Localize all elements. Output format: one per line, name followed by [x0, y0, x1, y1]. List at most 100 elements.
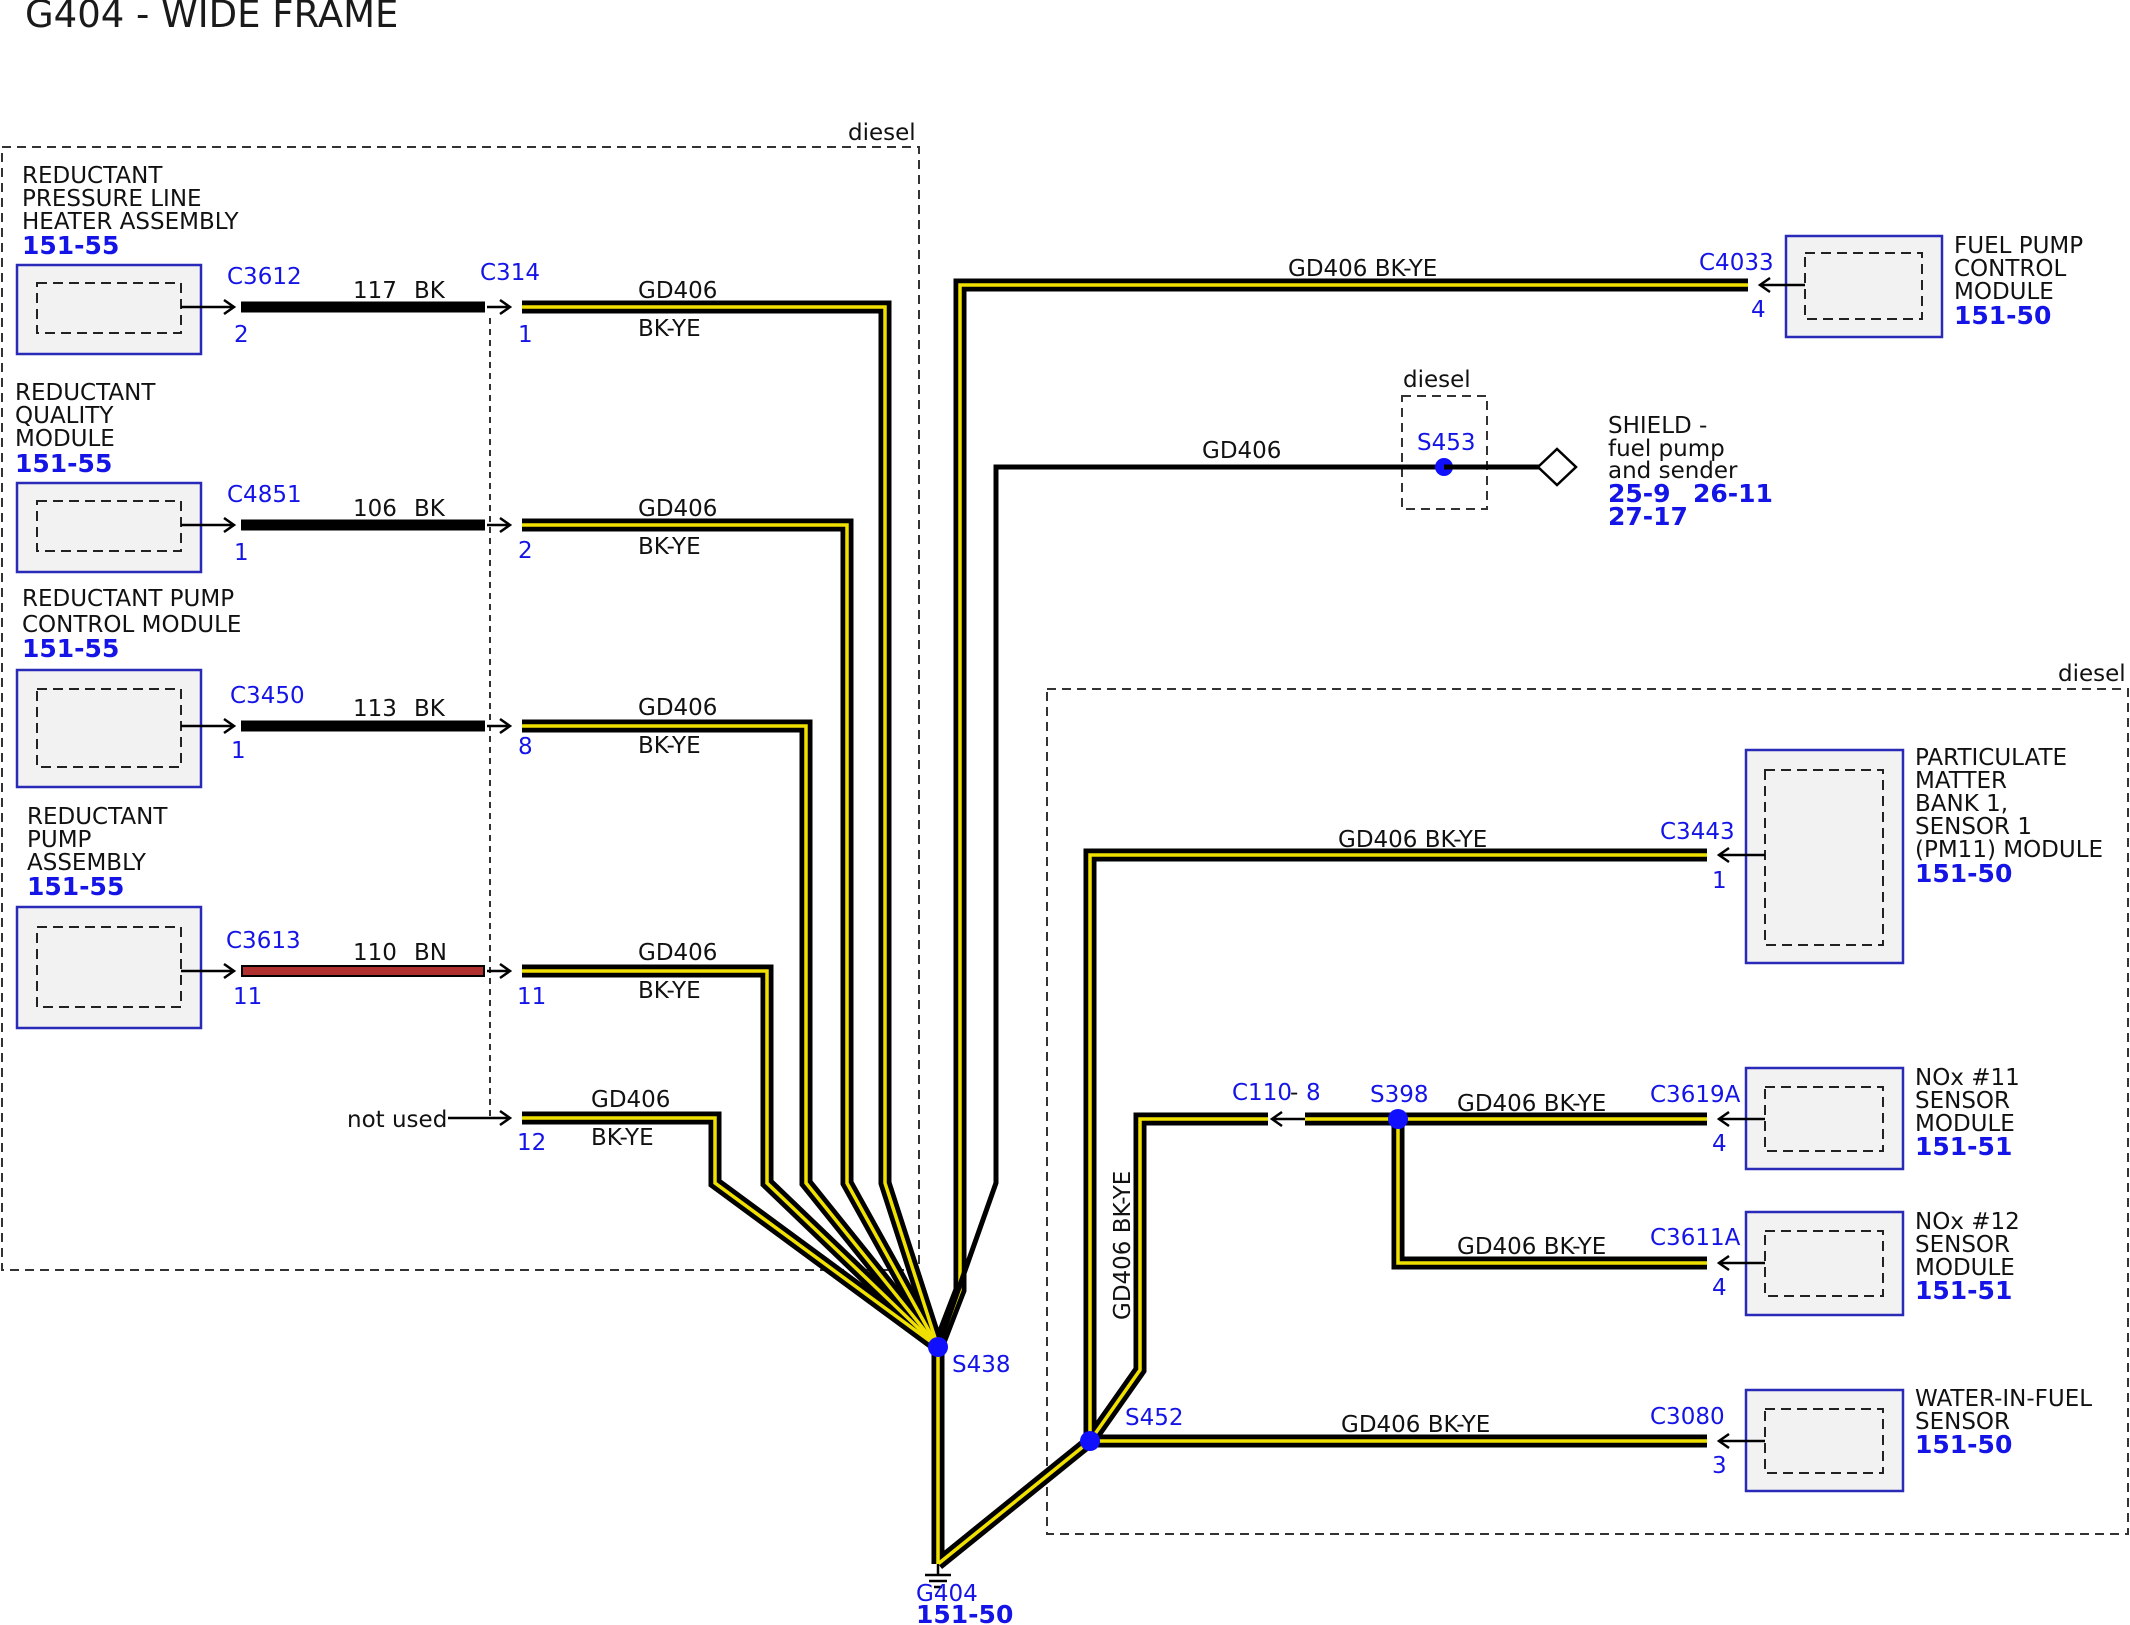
module-name: REDUCTANT — [22, 163, 163, 189]
module-pump-control: REDUCTANT PUMP CONTROL MODULE 151-55 — [15, 586, 241, 789]
pin-label: 1 — [234, 540, 249, 566]
ground-label: G404 — [916, 1581, 978, 1607]
pin-label: 11 — [233, 984, 262, 1010]
wire-circuit: 117 — [353, 278, 397, 304]
ground-symbol — [925, 1564, 951, 1589]
wire-circuit: GD406 — [638, 278, 717, 304]
ground-ref-link[interactable]: 151-50 — [916, 1600, 1013, 1625]
connector-label: C110 — [1232, 1080, 1292, 1106]
wire-circuit: 113 — [353, 696, 397, 722]
splice-label: S438 — [952, 1352, 1011, 1378]
module-ref-link[interactable]: 151-55 — [22, 634, 119, 663]
pin-label: 4 — [1712, 1131, 1727, 1157]
module-ref-link[interactable]: 151-50 — [1915, 1430, 2012, 1459]
shield-label: and sender — [1608, 458, 1738, 484]
wire-color: BK-YE — [591, 1125, 654, 1151]
splice-s398 — [1388, 1109, 1408, 1129]
module-name: REDUCTANT — [15, 380, 156, 406]
module-name: FUEL PUMP — [1954, 233, 2083, 259]
wire-label: GD406 BK-YE — [1288, 256, 1437, 282]
module-name: ASSEMBLY — [27, 850, 147, 876]
module-name: NOx #12 — [1915, 1209, 2020, 1235]
wire-circuit: GD406 — [638, 496, 717, 522]
connector-label: C3611A — [1650, 1225, 1741, 1251]
module-name: QUALITY — [15, 403, 114, 429]
module-ref-link[interactable]: 151-50 — [1954, 301, 2051, 330]
module-ref-link[interactable]: 151-51 — [1915, 1132, 2012, 1161]
module-ref-link[interactable]: 151-55 — [15, 449, 112, 478]
module-pin-stubs — [181, 298, 237, 980]
shield-ref-link[interactable]: 26-11 — [1693, 479, 1773, 508]
module-name: BANK 1, — [1915, 791, 2008, 817]
diagram-title: G404 - WIDE FRAME — [25, 0, 398, 36]
connector-label: C3080 — [1650, 1404, 1725, 1430]
module-name: MODULE — [1915, 1255, 2015, 1281]
pin-label: 8 — [1306, 1080, 1321, 1106]
connector-label: - — [1290, 1080, 1298, 1106]
module-ref-link[interactable]: 151-55 — [22, 231, 119, 260]
module-name: SENSOR — [1915, 1232, 2010, 1258]
splice-s452 — [1080, 1431, 1100, 1451]
module-nox11: NOx #11 SENSOR MODULE 151-51 — [1716, 1065, 2020, 1171]
module-name: NOx #11 — [1915, 1065, 2020, 1091]
splice-s453 — [1435, 447, 1578, 487]
zone-diesel-s453 — [1401, 395, 1488, 510]
connector-label: C3612 — [227, 264, 302, 290]
wire-circuit: GD406 — [638, 940, 717, 966]
splice-label: S452 — [1125, 1405, 1184, 1431]
pin-label: 1 — [518, 322, 533, 348]
splice-s438 — [928, 1337, 948, 1357]
shield-label: SHIELD - — [1608, 413, 1707, 439]
connector-label: C3443 — [1660, 819, 1735, 845]
module-name: SENSOR 1 — [1915, 814, 2032, 840]
module-name: MATTER — [1915, 768, 2007, 794]
pin-label: 2 — [234, 322, 249, 348]
module-ref-link[interactable]: 151-50 — [1915, 859, 2012, 888]
module-ref-link[interactable]: 151-51 — [1915, 1276, 2012, 1305]
module-nox12: NOx #12 SENSOR MODULE 151-51 — [1716, 1209, 2020, 1317]
pin-label: 1 — [231, 738, 246, 764]
module-name: HEATER ASSEMBLY — [22, 209, 239, 235]
wire-label: GD406 BK-YE — [1457, 1091, 1606, 1117]
module-name: MODULE — [1954, 279, 2054, 305]
module-name: CONTROL MODULE — [22, 612, 241, 638]
module-name: SENSOR — [1915, 1409, 2010, 1435]
wire-label: GD406 BK-YE — [1457, 1234, 1606, 1260]
left-wires — [241, 301, 485, 977]
zone-diesel-left — [1, 146, 920, 1271]
wire-circuit: GD406 — [638, 695, 717, 721]
connector-label: C4033 — [1699, 250, 1774, 276]
module-name: WATER-IN-FUEL — [1915, 1386, 2092, 1412]
module-name: CONTROL — [1954, 256, 2067, 282]
module-name: MODULE — [1915, 1111, 2015, 1137]
module-name: REDUCTANT — [27, 804, 168, 830]
wire-color: BK-YE — [638, 733, 701, 759]
module-name: MODULE — [15, 426, 115, 452]
module-water-in-fuel: WATER-IN-FUEL SENSOR 151-50 — [1716, 1386, 2092, 1493]
wire-color: BK-YE — [638, 316, 701, 342]
wire-color: BK-YE — [638, 534, 701, 560]
pin-label: 1 — [1712, 868, 1727, 894]
connector-label: C4851 — [227, 482, 302, 508]
wire-color: BK — [414, 496, 446, 522]
module-name: REDUCTANT PUMP — [22, 586, 234, 612]
zone-label-left: diesel — [848, 120, 916, 146]
not-used-label: not used — [347, 1107, 447, 1133]
module-pump-assembly: REDUCTANT PUMP ASSEMBLY 151-55 — [15, 804, 203, 1030]
wire-color: BK-YE — [638, 978, 701, 1004]
module-name: SENSOR — [1915, 1088, 2010, 1114]
zone-label-s453: diesel — [1403, 367, 1471, 393]
zone-diesel-right — [1046, 688, 2129, 1535]
shield-ref-link[interactable]: 27-17 — [1608, 502, 1688, 531]
wire-color: BN — [414, 940, 447, 966]
splice-label: S398 — [1370, 1082, 1429, 1108]
connector-label-c314: C314 — [480, 260, 540, 286]
module-quality: REDUCTANT QUALITY MODULE 151-55 — [15, 380, 203, 574]
vertical-wire-label: GD406 BK-YE — [1110, 1171, 1136, 1320]
svg-text:GD406 BK-YE: GD406 BK-YE — [1110, 1171, 1136, 1320]
pin-label: 3 — [1712, 1453, 1727, 1479]
module-ref-link[interactable]: 151-55 — [27, 872, 124, 901]
shield-ref-link[interactable]: 25-9 — [1608, 479, 1671, 508]
wire-circuit: GD406 — [591, 1087, 670, 1113]
